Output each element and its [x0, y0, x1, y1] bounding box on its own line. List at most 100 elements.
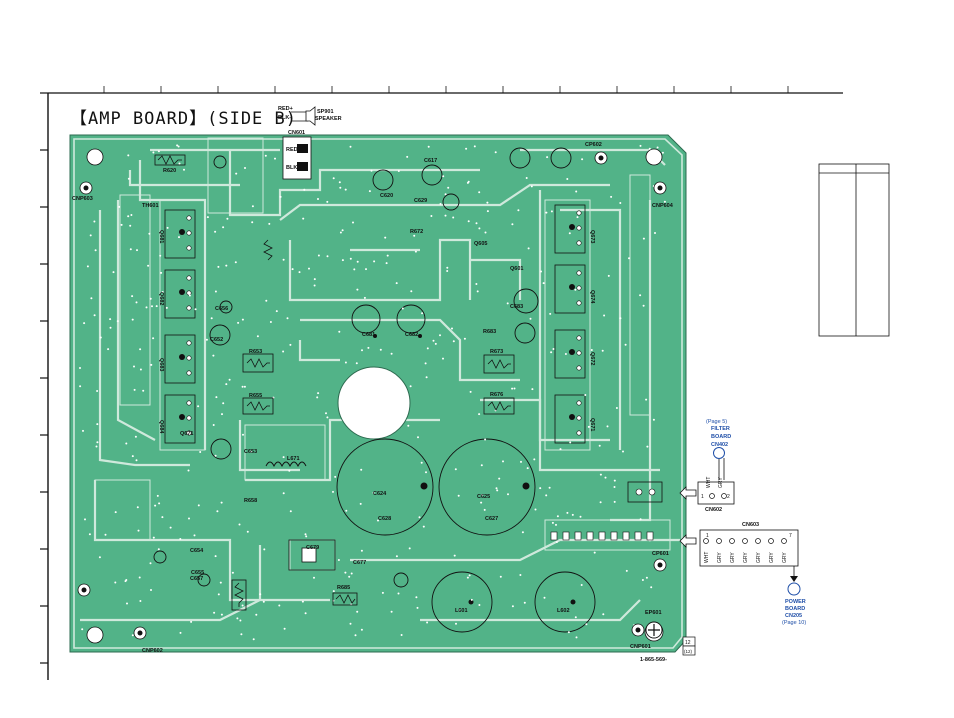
cn603-wire-label: GRY [769, 552, 775, 563]
transistor-ref: Q674 [589, 290, 595, 304]
component-ref: R685 [337, 585, 350, 591]
cn601-wire-blk: BLK [286, 165, 297, 171]
transistor-ref: Q682 [158, 292, 164, 305]
pcb-board [69, 134, 687, 653]
transistor-ref: Q681 [158, 230, 164, 243]
component-ref: C627 [485, 516, 498, 522]
transistor-ref: Q673 [589, 230, 595, 243]
cn602-arrow-icon [679, 486, 697, 500]
speaker-plus-label: RED+ [278, 106, 293, 112]
component-ref: R676 [490, 392, 503, 398]
resistor-symbols [154, 154, 515, 611]
component-ref: C657 [190, 576, 203, 582]
page-title: 【AMP BOARD】(SIDE B) [70, 109, 297, 129]
component-ref: R673 [490, 349, 503, 355]
component-ref: R653 [249, 349, 262, 355]
component-ref: C629 [414, 198, 427, 204]
cn603-pin [716, 538, 722, 544]
cn603-pin [729, 538, 735, 544]
component-ref: CNP602 [142, 648, 163, 654]
power-page-ref[interactable]: (Page 10) [782, 620, 806, 626]
component-ref: R658 [244, 498, 257, 504]
filter-board-ref: CN402 [711, 442, 728, 448]
component-ref: C617 [424, 158, 437, 164]
transistor-ref: Q672 [589, 352, 595, 365]
filter-board-line2: BOARD [711, 434, 731, 440]
cn601-label: CN601 [288, 130, 305, 136]
cn603-wire-label: GRY [756, 552, 762, 563]
component-pads [77, 144, 667, 641]
coil-l671 [265, 461, 307, 468]
component-ref: C682 [405, 332, 418, 338]
cn603-pin [781, 538, 787, 544]
component-ref: L671 [287, 456, 300, 462]
component-ref: C655 [191, 570, 204, 576]
component-ref: C653 [244, 449, 257, 455]
cn603-ref: CN603 [742, 522, 759, 528]
speaker-connection: RED+ BLK- SP901 SPEAKER CN601 RED BLK [278, 106, 342, 180]
component-ref: CP602 [585, 142, 602, 148]
heatsink-hole [337, 366, 411, 440]
electrolytic-caps [153, 147, 596, 633]
page-number-box: 12 (12) [682, 636, 696, 656]
component-ref: CNP601 [630, 644, 651, 650]
component-ref: CNP603 [72, 196, 93, 202]
page-number: 12 [685, 640, 691, 646]
transistor-ref: Q671 [589, 418, 595, 431]
power-board-link[interactable]: POWER BOARD CN205 (Page 10) [782, 582, 806, 626]
filter-board-link[interactable]: (Page 5) FILTER BOARD CN402 [706, 419, 731, 480]
component-ref: Q601 [510, 266, 523, 272]
filter-link-circle [713, 447, 725, 459]
power-board-line2: BOARD [785, 606, 805, 612]
component-ref: C625 [477, 494, 490, 500]
cn602-connector: 1 2 WHT GRY CN602 [679, 477, 735, 513]
component-ref: L602 [557, 608, 570, 614]
component-ref: R683 [483, 329, 496, 335]
component-ref: C656 [215, 306, 228, 312]
cn603-arrow-icon [679, 534, 697, 548]
board-code: 1-865-569- [640, 657, 667, 663]
component-ref: C679 [306, 545, 319, 551]
cn603-wire-label: GRY [717, 552, 723, 563]
component-ref: C620 [380, 193, 393, 199]
component-ref: R620 [163, 168, 176, 174]
component-ref: Q671 [180, 431, 193, 437]
component-ref: TH601 [142, 203, 159, 209]
cn603-pin-last: 7 [789, 533, 792, 539]
component-ref: C681 [362, 332, 375, 338]
component-ref: C628 [378, 516, 391, 522]
legend-table [818, 163, 890, 337]
cn602-pin-1: 1 [701, 494, 704, 500]
power-board-line1: POWER [785, 599, 806, 605]
component-ref: R672 [410, 229, 423, 235]
power-board-ref: CN205 [785, 613, 802, 619]
cn603-pin [768, 538, 774, 544]
component-ref: CP601 [652, 551, 669, 557]
cn602-wire-gry: GRY [718, 477, 724, 488]
component-ref: R655 [249, 393, 262, 399]
cn602-wire-wht: WHT [706, 477, 712, 488]
page-number-sub: (12) [684, 649, 693, 654]
speaker-name: SPEAKER [315, 116, 342, 122]
cn603-pin-first: 1 [706, 533, 709, 539]
cn603-wire-label: GRY [743, 552, 749, 563]
component-labels: CNP603CNP604CNP602CNP601CP602CP601EP601C… [72, 142, 674, 654]
component-ref: L601 [455, 608, 468, 614]
cn602-ref: CN602 [705, 507, 722, 513]
component-ref: EP601 [645, 610, 662, 616]
cn603-wire-label: GRY [730, 552, 736, 563]
component-ref: C654 [190, 548, 204, 554]
cn603-pin [755, 538, 761, 544]
speaker-ref: SP901 [317, 109, 334, 115]
grid-frame [40, 86, 843, 680]
cn603-wire-label: WHT [704, 552, 710, 563]
filter-page-ref[interactable]: (Page 5) [706, 419, 727, 425]
cn601-wire-red: RED [286, 147, 298, 153]
cn602-pin-2: 2 [727, 494, 730, 500]
speaker-minus-label: BLK- [278, 115, 291, 121]
cn603-pin [742, 538, 748, 544]
component-ref: Q605 [474, 241, 487, 247]
transistor-ref: Q684 [158, 420, 164, 434]
